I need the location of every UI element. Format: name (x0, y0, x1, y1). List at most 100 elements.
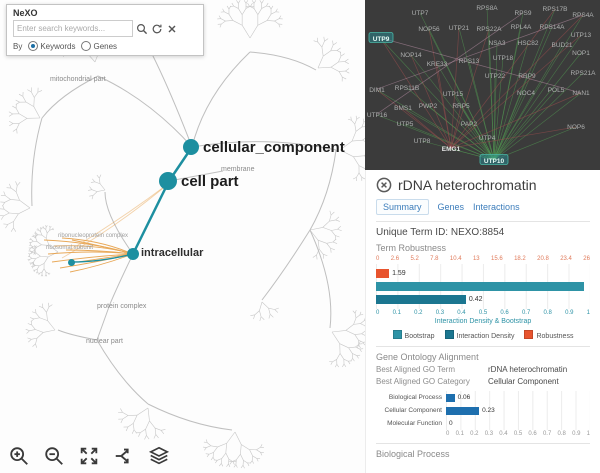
gene-node-UTP16[interactable]: UTP16 (367, 112, 388, 119)
bar-fill (376, 282, 584, 291)
axis-tick: 0.3 (484, 431, 494, 437)
term-node-intracellular[interactable] (127, 248, 139, 260)
gene-node-RPS4A[interactable]: RPS4A (572, 12, 594, 19)
radio-genes-label[interactable]: Genes (93, 41, 118, 51)
axis-tick: 0.7 (521, 310, 531, 316)
gene-node-NSA3[interactable]: NSA3 (489, 40, 506, 47)
axis-tick: 18.2 (514, 256, 526, 262)
gene-node-UTP10[interactable]: UTP10 (484, 158, 505, 165)
search-icon[interactable] (136, 23, 148, 35)
gene-node-BUD21[interactable]: BUD21 (552, 42, 573, 49)
tab-interactions[interactable]: Interactions (473, 202, 520, 212)
zoom-out-button[interactable] (43, 445, 65, 467)
gene-node-POL5[interactable]: POL5 (548, 87, 565, 94)
gene-node-UTP9[interactable]: UTP9 (373, 36, 390, 43)
bar-value-label: 1.59 (392, 270, 406, 277)
term-label-mitochondrial-part[interactable]: mitochondrial part (50, 76, 106, 83)
gene-node-UTP15[interactable]: UTP15 (443, 91, 464, 98)
ontology-tree-canvas[interactable]: mitochondrial part cellular_component ce… (0, 0, 365, 473)
fit-to-screen-button[interactable] (78, 445, 100, 467)
gene-node-UTP5[interactable]: UTP5 (397, 121, 414, 128)
go-table-row: Best Aligned GO Category Cellular Compon… (376, 377, 590, 386)
term-label-membrane[interactable]: membrane (221, 166, 255, 173)
search-input[interactable] (13, 20, 133, 37)
term-id-value: NEXO:8854 (450, 227, 505, 238)
axis-tick: 13 (472, 256, 480, 262)
axis-tick: 20.8 (537, 256, 549, 262)
gene-node-NOC4[interactable]: NOC4 (517, 90, 535, 97)
expand-tree-button[interactable] (113, 445, 135, 467)
section-biological-process: Biological Process (376, 449, 450, 459)
gene-node-NOP56[interactable]: NOP56 (418, 26, 440, 33)
gene-node-UTP7[interactable]: UTP7 (412, 10, 429, 17)
legend-swatch (444, 330, 454, 339)
tab-genes[interactable]: Genes (437, 202, 465, 212)
radio-keywords[interactable]: Keywords (28, 41, 75, 51)
layers-button[interactable] (148, 445, 170, 467)
gene-node-NOP1[interactable]: NOP1 (572, 50, 590, 57)
radio-keywords-icon[interactable] (28, 41, 39, 51)
gene-node-RPS9[interactable]: RPS9 (515, 10, 532, 17)
close-panel-icon[interactable] (376, 177, 392, 193)
gene-node-RPS14A[interactable]: RPS14A (540, 24, 566, 31)
bar-fill (376, 269, 390, 278)
gene-node-DIM1[interactable]: DIM1 (369, 87, 385, 94)
term-label-cellular-component[interactable]: cellular_component (203, 139, 345, 156)
gene-node-KRE33[interactable]: KRE33 (427, 61, 448, 68)
gene-node-UTP8[interactable]: UTP8 (414, 138, 431, 145)
term-label-protein-complex[interactable]: protein complex (97, 303, 147, 310)
term-node-cell-part[interactable] (159, 172, 177, 190)
gene-node-RPS22A[interactable]: RPS22A (477, 26, 503, 33)
gene-node-RPL4A[interactable]: RPL4A (511, 24, 532, 31)
radio-keywords-label[interactable]: Keywords (40, 41, 76, 51)
tree-branches (0, 0, 365, 469)
divider (376, 221, 590, 222)
go-chart-category: Molecular Function (387, 420, 442, 427)
term-id-label: Unique Term ID: (376, 227, 449, 238)
go-category-value: Cellular Component (488, 377, 559, 386)
radio-genes-icon[interactable] (81, 41, 92, 51)
term-label-nuclear-part[interactable]: nuclear part (86, 338, 123, 345)
gene-node-RRP9[interactable]: RRP9 (518, 73, 536, 80)
clear-search-icon[interactable] (166, 23, 178, 35)
gene-node-NOP14[interactable]: NOP14 (400, 52, 422, 59)
gene-node-NAN1[interactable]: NAN1 (572, 90, 590, 97)
term-label-cell-part[interactable]: cell part (181, 173, 239, 190)
gene-node-UTP13[interactable]: UTP13 (571, 32, 592, 39)
gene-node-RRP5[interactable]: RRP5 (452, 103, 470, 110)
gene-node-NOP6[interactable]: NOP6 (567, 124, 585, 131)
gene-node-PAP2[interactable]: PAP2 (461, 121, 478, 128)
gene-node-BMS1[interactable]: BMS1 (394, 105, 412, 112)
gene-node-RPS8A[interactable]: RPS8A (476, 5, 498, 12)
gene-node-UTP4[interactable]: UTP4 (479, 135, 496, 142)
term-label-intracellular[interactable]: intracellular (141, 247, 204, 259)
gene-node-HSC82[interactable]: HSC82 (518, 40, 539, 47)
gene-node-RPS11B[interactable]: RPS11B (395, 85, 419, 92)
reset-search-icon[interactable] (151, 23, 163, 35)
axis-tick: 0 (376, 256, 380, 262)
zoom-in-button[interactable] (8, 445, 30, 467)
gene-node-UTP21[interactable]: UTP21 (449, 25, 470, 32)
term-detail-panel: rDNA heterochromatin Summary Genes Inter… (365, 170, 600, 473)
gene-node-UTP22[interactable]: UTP22 (485, 73, 506, 80)
gene-node-PWP2[interactable]: PWP2 (419, 103, 438, 110)
gene-node-UTP18[interactable]: UTP18 (493, 55, 514, 62)
gene-node-RPS21A[interactable]: RPS21A (571, 70, 597, 77)
divider (376, 443, 590, 444)
term-node-selected-small[interactable] (68, 259, 75, 266)
gene-node-RPS17B[interactable]: RPS17B (543, 6, 568, 13)
section-term-robustness: Term Robustness (376, 243, 447, 253)
term-node-cellular-component[interactable] (183, 139, 199, 155)
axis-tick: 0.1 (455, 431, 464, 437)
tab-summary[interactable]: Summary (376, 199, 429, 215)
axis-tick: 1 (586, 310, 590, 316)
radio-genes[interactable]: Genes (81, 41, 117, 51)
gene-node-EMG1[interactable]: EMG1 (442, 146, 461, 153)
gene-node-RPS13[interactable]: RPS13 (459, 58, 480, 65)
axis-tick: 0.5 (478, 310, 488, 316)
